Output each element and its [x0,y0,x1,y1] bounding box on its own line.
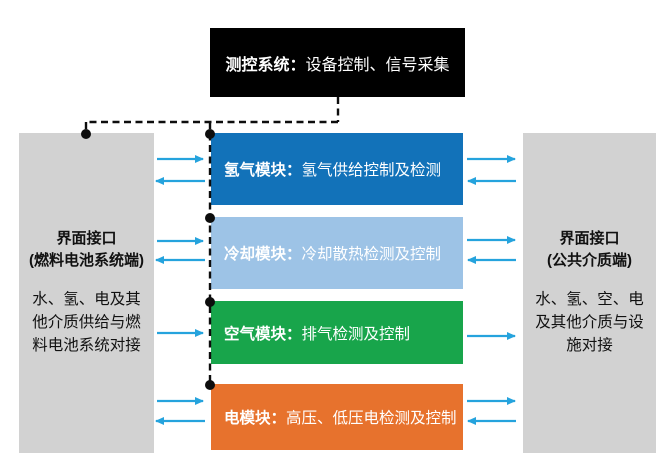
module-label: 电模块： [224,410,287,427]
panel-title: 界面接口 (公共介质端) [547,228,632,272]
panel-title-line2: (燃料电池系统端) [29,252,144,270]
panel-title: 界面接口 (燃料电池系统端) [29,228,144,272]
module-air: 空气模块： 排气检测及控制 [211,301,463,364]
module-electric: 电模块： 高压、低压电检测及控制 [211,384,463,450]
module-description: 冷却散热检测及控制 [301,246,442,263]
module-label: 空气模块： [224,325,302,343]
panel-body: 水、氢、空、电 及其他介质与设 施对接 [535,290,644,355]
panel-title-line1: 界面接口 [559,230,620,248]
module-cooling: 冷却模块： 冷却散热检测及控制 [211,217,463,289]
module-description: 高压、低压电检测及控制 [286,410,457,427]
panel-title-line2: (公共介质端) [547,252,632,270]
module-label: 氢气模块： [224,162,302,179]
panel-title-line1: 界面接口 [56,230,117,248]
module-label: 冷却模块： [224,246,302,263]
control-system-description: 设备控制、信号采集 [305,56,450,74]
interface-panel-fuel-cell-side: 界面接口 (燃料电池系统端) 水、氢、电及其 他介质供给与燃 料电池系统对接 [19,133,154,453]
panel-body: 水、氢、电及其 他介质供给与燃 料电池系统对接 [32,290,141,355]
interface-panel-public-media-side: 界面接口 (公共介质端) 水、氢、空、电 及其他介质与设 施对接 [523,133,656,453]
module-hydrogen: 氢气模块： 氢气供给控制及检测 [211,133,463,205]
module-description: 氢气供给控制及检测 [301,162,442,179]
control-system-label: 测控系统： [225,56,306,74]
control-system-box: 测控系统： 设备控制、信号采集 [210,28,465,97]
module-description: 排气检测及控制 [301,325,411,343]
